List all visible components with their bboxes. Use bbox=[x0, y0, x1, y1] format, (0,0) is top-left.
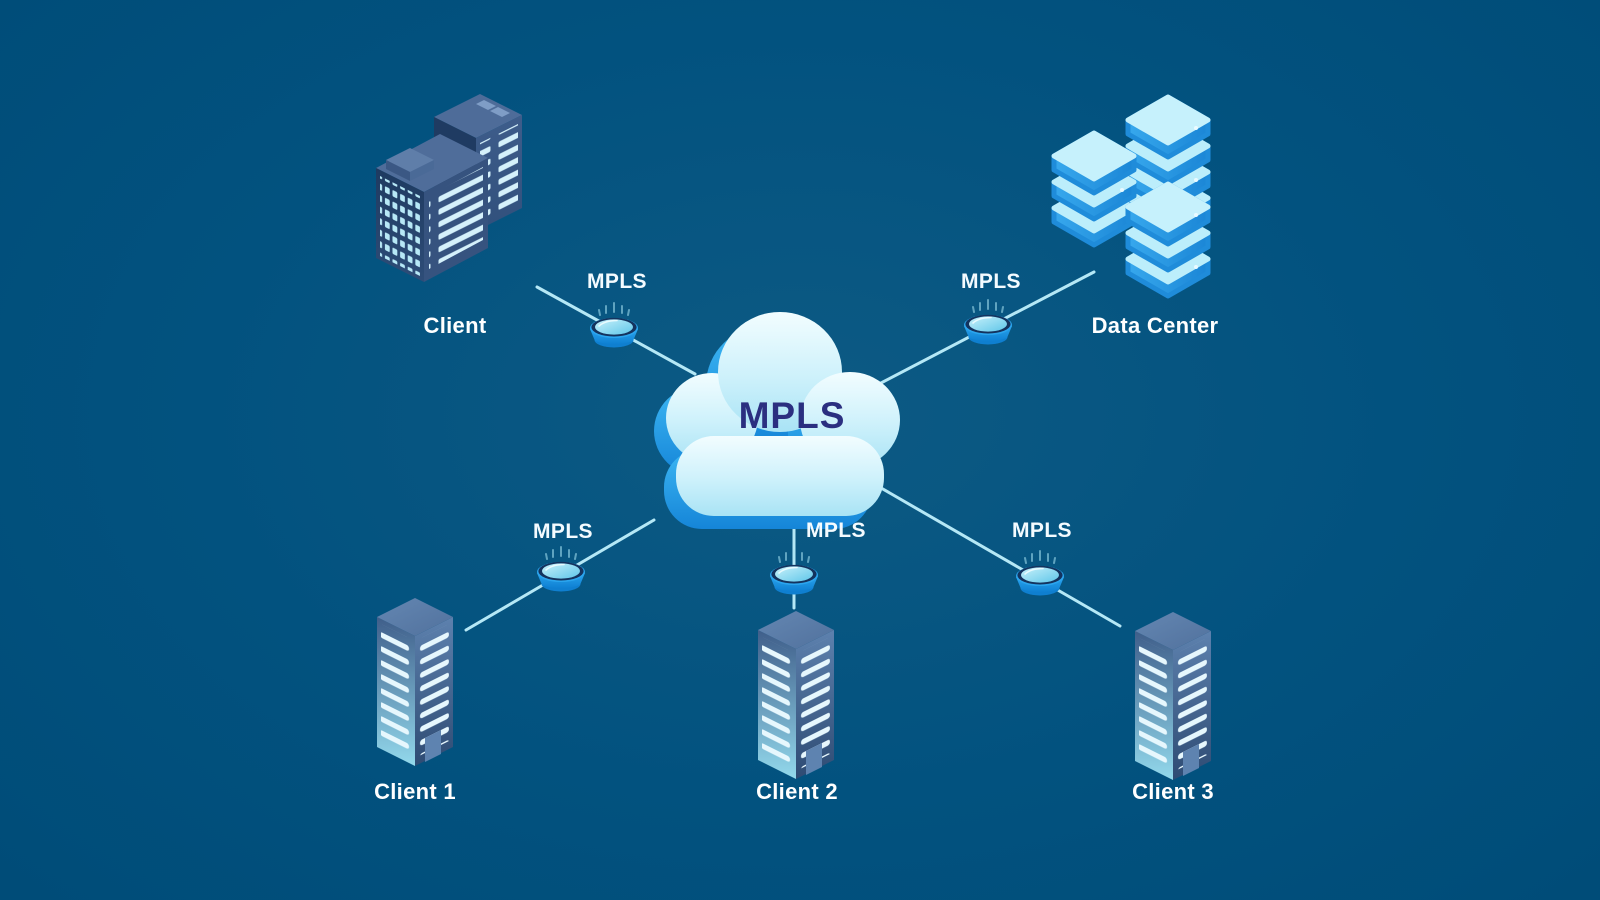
client-2-label: Client 2 bbox=[756, 779, 838, 804]
mpls-link-label: MPLS bbox=[533, 520, 593, 543]
router-node-icon bbox=[770, 549, 818, 595]
mpls-cloud-icon bbox=[654, 312, 900, 529]
client-building-icon bbox=[376, 94, 522, 282]
client-3-tower-icon bbox=[1135, 612, 1211, 780]
server-stack-front bbox=[1125, 181, 1211, 299]
data-center-label: Data Center bbox=[1091, 313, 1219, 338]
mpls-link-label: MPLS bbox=[806, 519, 866, 542]
mpls-link-label: MPLS bbox=[961, 270, 1021, 293]
mpls-link-label: MPLS bbox=[1012, 519, 1072, 542]
mpls-link-label: MPLS bbox=[587, 270, 647, 293]
router-node-icon bbox=[590, 302, 638, 348]
cloud-body bbox=[666, 312, 900, 516]
data-center-icon bbox=[1051, 94, 1211, 299]
client-1-label: Client 1 bbox=[374, 779, 456, 804]
server-stack-left bbox=[1051, 130, 1137, 248]
router-node-icon bbox=[964, 299, 1012, 345]
link-line-cloud-client3 bbox=[841, 464, 1122, 628]
client-2-tower-icon bbox=[758, 611, 834, 779]
router-node-icon bbox=[1016, 550, 1064, 596]
mpls-cloud-label: MPLS bbox=[738, 395, 846, 436]
router-node-icon bbox=[537, 546, 585, 592]
client-label: Client bbox=[423, 313, 487, 338]
client-3-label: Client 3 bbox=[1132, 779, 1214, 804]
client-1-tower-icon bbox=[377, 598, 453, 766]
